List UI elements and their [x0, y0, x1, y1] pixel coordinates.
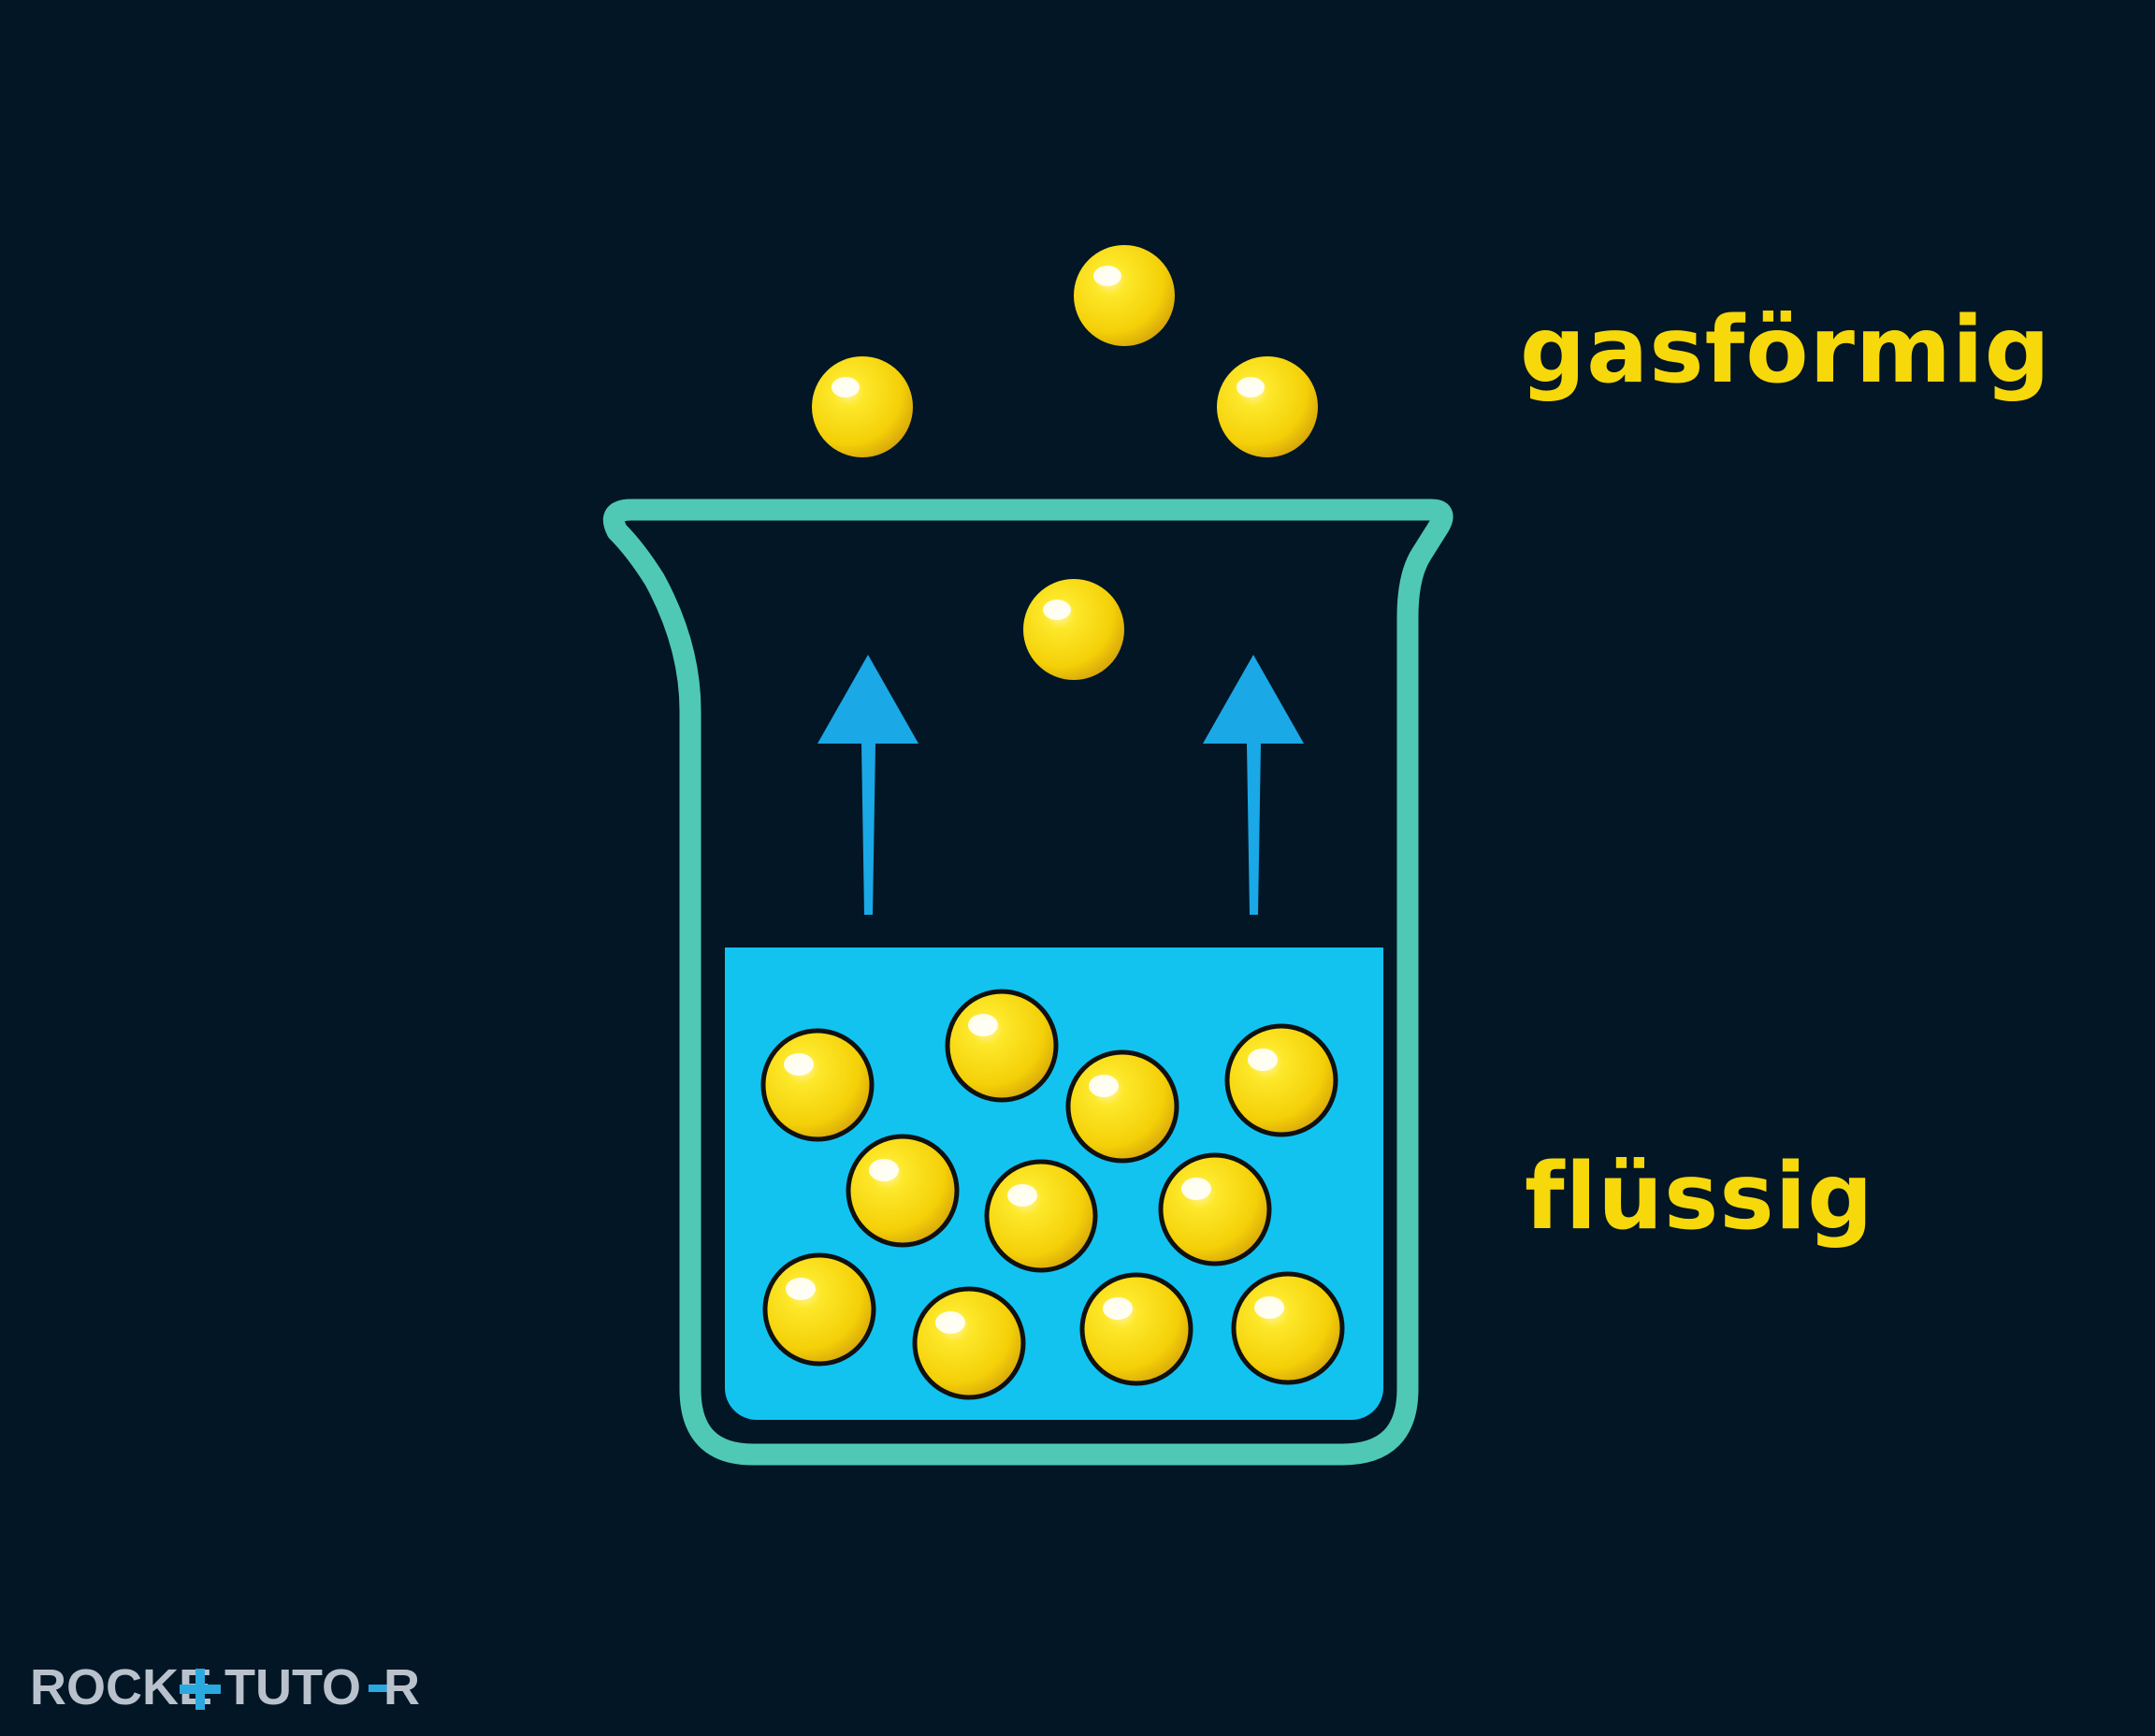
gas-label: gasförmig	[1520, 297, 2051, 404]
particle-icon	[1074, 245, 1175, 346]
beaker-icon	[602, 499, 1454, 1466]
particle-icon	[1158, 1152, 1272, 1266]
brand-logo: ROCKE TUTO R	[30, 1659, 420, 1715]
particle-icon	[812, 356, 913, 457]
particle-icon	[1217, 356, 1318, 457]
particle-icon	[762, 1252, 876, 1367]
svg-text:R: R	[383, 1659, 420, 1715]
brand-text-part3: R	[383, 1659, 420, 1715]
evaporation-arrow-right	[1203, 655, 1304, 915]
particle-icon	[1023, 579, 1124, 680]
particle-icon	[945, 989, 1059, 1103]
arrow-up-icon	[817, 655, 1304, 915]
particle-icon	[1079, 1272, 1193, 1386]
gas-particles	[812, 245, 1318, 680]
particle-icon	[760, 1028, 875, 1142]
evaporation-arrow-left	[817, 655, 918, 915]
plus-icon	[180, 1669, 221, 1710]
particle-icon	[1224, 1023, 1338, 1137]
liquid-top	[725, 948, 1383, 1004]
liquid-label: flüssig	[1525, 1144, 1873, 1251]
particle-icon	[846, 1134, 960, 1248]
particle-icon	[1231, 1271, 1345, 1385]
brand-accent-bar	[369, 1685, 391, 1692]
brand-text-part2: TUTO	[224, 1659, 361, 1715]
particle-icon	[1065, 1049, 1179, 1164]
svg-text:TUTO: TUTO	[224, 1659, 361, 1715]
liquid-particles	[760, 989, 1345, 1400]
particle-icon	[912, 1286, 1026, 1400]
particle-icon	[984, 1159, 1098, 1273]
